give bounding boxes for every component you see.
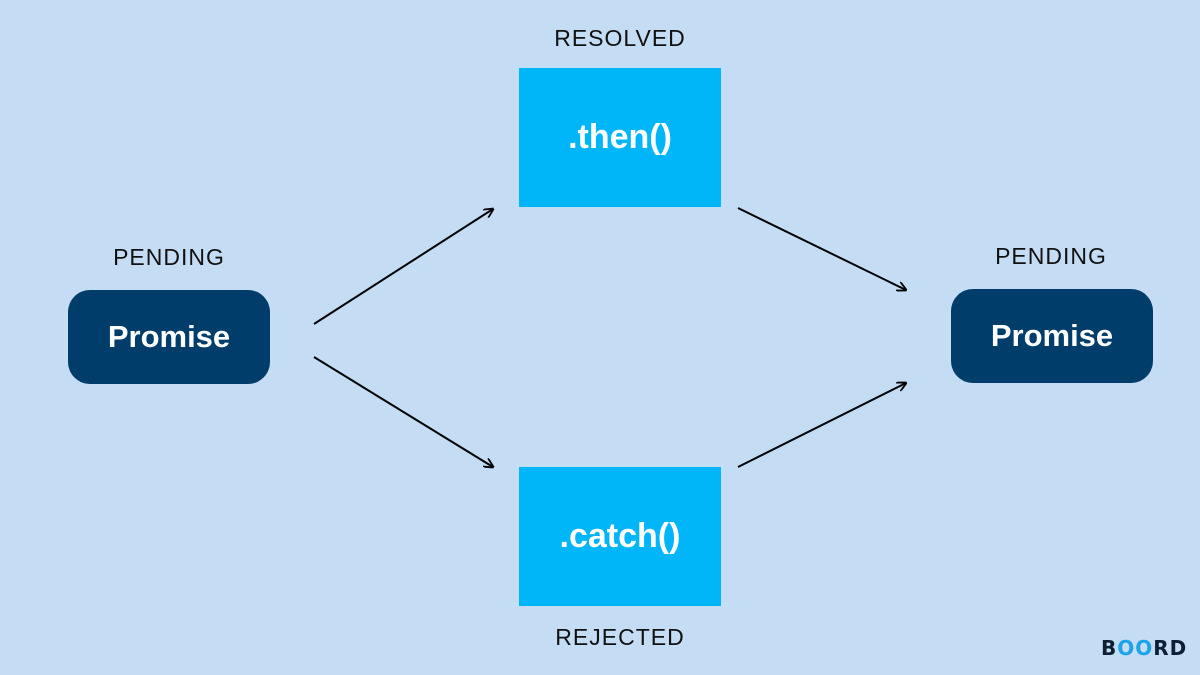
resolved-label: RESOLVED — [554, 25, 686, 51]
pending-label-right: PENDING — [995, 243, 1107, 269]
arrow-catch-to-promise — [737, 383, 906, 468]
pending-label-left: PENDING — [113, 244, 225, 270]
promise-node-left: Promise — [68, 290, 270, 384]
catch-node: .catch() — [519, 467, 721, 606]
arrow-promise-to-catch — [313, 356, 493, 467]
promise-node-right: Promise — [951, 289, 1153, 383]
rejected-label: REJECTED — [555, 624, 685, 650]
arrow-promise-to-then — [313, 209, 493, 325]
arrow-then-to-promise — [737, 207, 906, 290]
then-node: .then() — [519, 68, 721, 207]
board-logo: BOORD — [1101, 636, 1188, 660]
